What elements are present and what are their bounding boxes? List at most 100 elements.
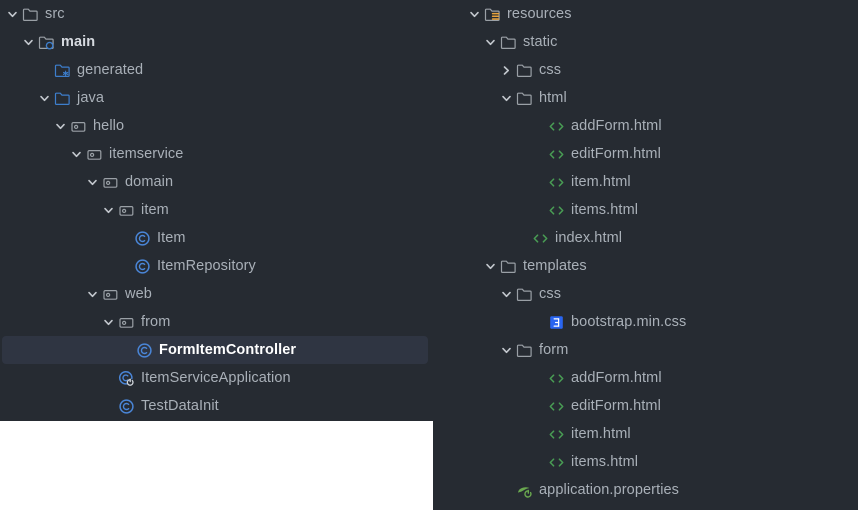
tree-row[interactable]: hello [0,112,430,140]
tree-row-label: src [45,6,65,22]
java-class-icon [134,258,151,275]
tree-row-label: FormItemController [159,342,297,358]
package-icon [102,286,119,303]
html-file-icon [548,174,565,191]
java-class-icon [136,342,153,359]
tree-row[interactable]: items.html [462,196,858,224]
tree-row-label: css [539,286,562,302]
tree-row-label: Item [157,230,186,246]
tree-row[interactable]: index.html [462,224,858,252]
chevron-down-icon[interactable] [468,8,481,21]
tree-row-label: item [141,202,169,218]
tree-row[interactable]: items.html [462,448,858,476]
tree-row[interactable]: TestDataInit [0,392,430,420]
tree-row[interactable]: generated [0,56,430,84]
tree-row[interactable]: item.html [462,168,858,196]
tree-row[interactable]: static [462,28,858,56]
html-file-icon [548,426,565,443]
tree-row[interactable]: resources [462,0,858,28]
tree-row[interactable]: form [462,336,858,364]
tree-row[interactable]: addForm.html [462,112,858,140]
chevron-down-icon[interactable] [500,288,513,301]
chevron-down-icon[interactable] [500,344,513,357]
tree-row[interactable]: Item [0,224,430,252]
chevron-down-icon[interactable] [500,92,513,105]
package-icon [70,118,87,135]
chevron-down-icon[interactable] [6,8,19,21]
tree-row-label: addForm.html [571,118,662,134]
folder-sources-icon [54,90,71,107]
tree-row[interactable]: main [0,28,430,56]
java-class-icon [118,398,135,415]
chevron-down-icon[interactable] [102,316,115,329]
project-tree-src[interactable]: src main generated java hello itemservice doma… [0,0,430,510]
tree-row[interactable]: item [0,196,430,224]
tree-row-label: templates [523,258,587,274]
tree-row[interactable]: FormItemController [2,336,428,364]
tree-row[interactable]: css [462,56,858,84]
chevron-down-icon[interactable] [484,260,497,273]
package-icon [102,174,119,191]
tree-row-label: application.properties [539,482,680,498]
tree-row[interactable]: from [0,308,430,336]
tree-row[interactable]: domain [0,168,430,196]
folder-gray-icon [500,34,517,51]
html-file-icon [532,230,549,247]
tree-row-label: ItemRepository [157,258,256,274]
tree-row[interactable]: item.html [462,420,858,448]
tree-row[interactable]: ItemRepository [0,252,430,280]
tree-row[interactable]: web [0,280,430,308]
chevron-down-icon[interactable] [102,204,115,217]
tree-row-label: hello [93,118,125,134]
chevron-down-icon[interactable] [86,288,99,301]
tree-row[interactable]: bootstrap.min.css [462,308,858,336]
tree-row-label: items.html [571,454,639,470]
chevron-down-icon[interactable] [70,148,83,161]
tree-row[interactable]: addForm.html [462,364,858,392]
tree-row-label: static [523,34,558,50]
tree-row-label: domain [125,174,174,190]
folder-module-icon [38,34,55,51]
tree-row-label: TestDataInit [141,398,219,414]
tree-row-label: css [539,62,562,78]
tree-row-label: editForm.html [571,398,661,414]
chevron-down-icon[interactable] [22,36,35,49]
spring-boot-class-icon [118,370,135,387]
tree-row[interactable]: application.properties [462,476,858,504]
folder-gray-icon [516,286,533,303]
chevron-down-icon[interactable] [86,176,99,189]
html-file-icon [548,370,565,387]
html-file-icon [548,146,565,163]
folder-resources-icon [484,6,501,23]
chevron-down-icon[interactable] [54,120,67,133]
tree-row-label: addForm.html [571,370,662,386]
project-tree-resources[interactable]: resources static css html addForm.html editFo… [462,0,858,510]
tree-row-label: resources [507,6,572,22]
tree-row-label: editForm.html [571,146,661,162]
tree-row[interactable]: src [0,0,430,28]
tree-row[interactable]: java [0,84,430,112]
tree-row-label: itemservice [109,146,184,162]
folder-gray-icon [22,6,39,23]
white-cutout-region [0,421,433,510]
html-file-icon [548,118,565,135]
tree-row-label: java [77,90,104,106]
chevron-down-icon[interactable] [38,92,51,105]
chevron-right-icon[interactable] [500,64,513,77]
folder-gray-icon [516,90,533,107]
tree-row-label: item.html [571,174,631,190]
html-file-icon [548,398,565,415]
tree-row-label: main [61,34,96,50]
html-file-icon [548,454,565,471]
folder-gray-icon [500,258,517,275]
tree-row[interactable]: editForm.html [462,392,858,420]
tree-row[interactable]: templates [462,252,858,280]
chevron-down-icon[interactable] [484,36,497,49]
tree-row[interactable]: html [462,84,858,112]
tree-row-label: bootstrap.min.css [571,314,687,330]
tree-row[interactable]: itemservice [0,140,430,168]
tree-row[interactable]: css [462,280,858,308]
tree-row[interactable]: editForm.html [462,140,858,168]
tree-row[interactable]: ItemServiceApplication [0,364,430,392]
